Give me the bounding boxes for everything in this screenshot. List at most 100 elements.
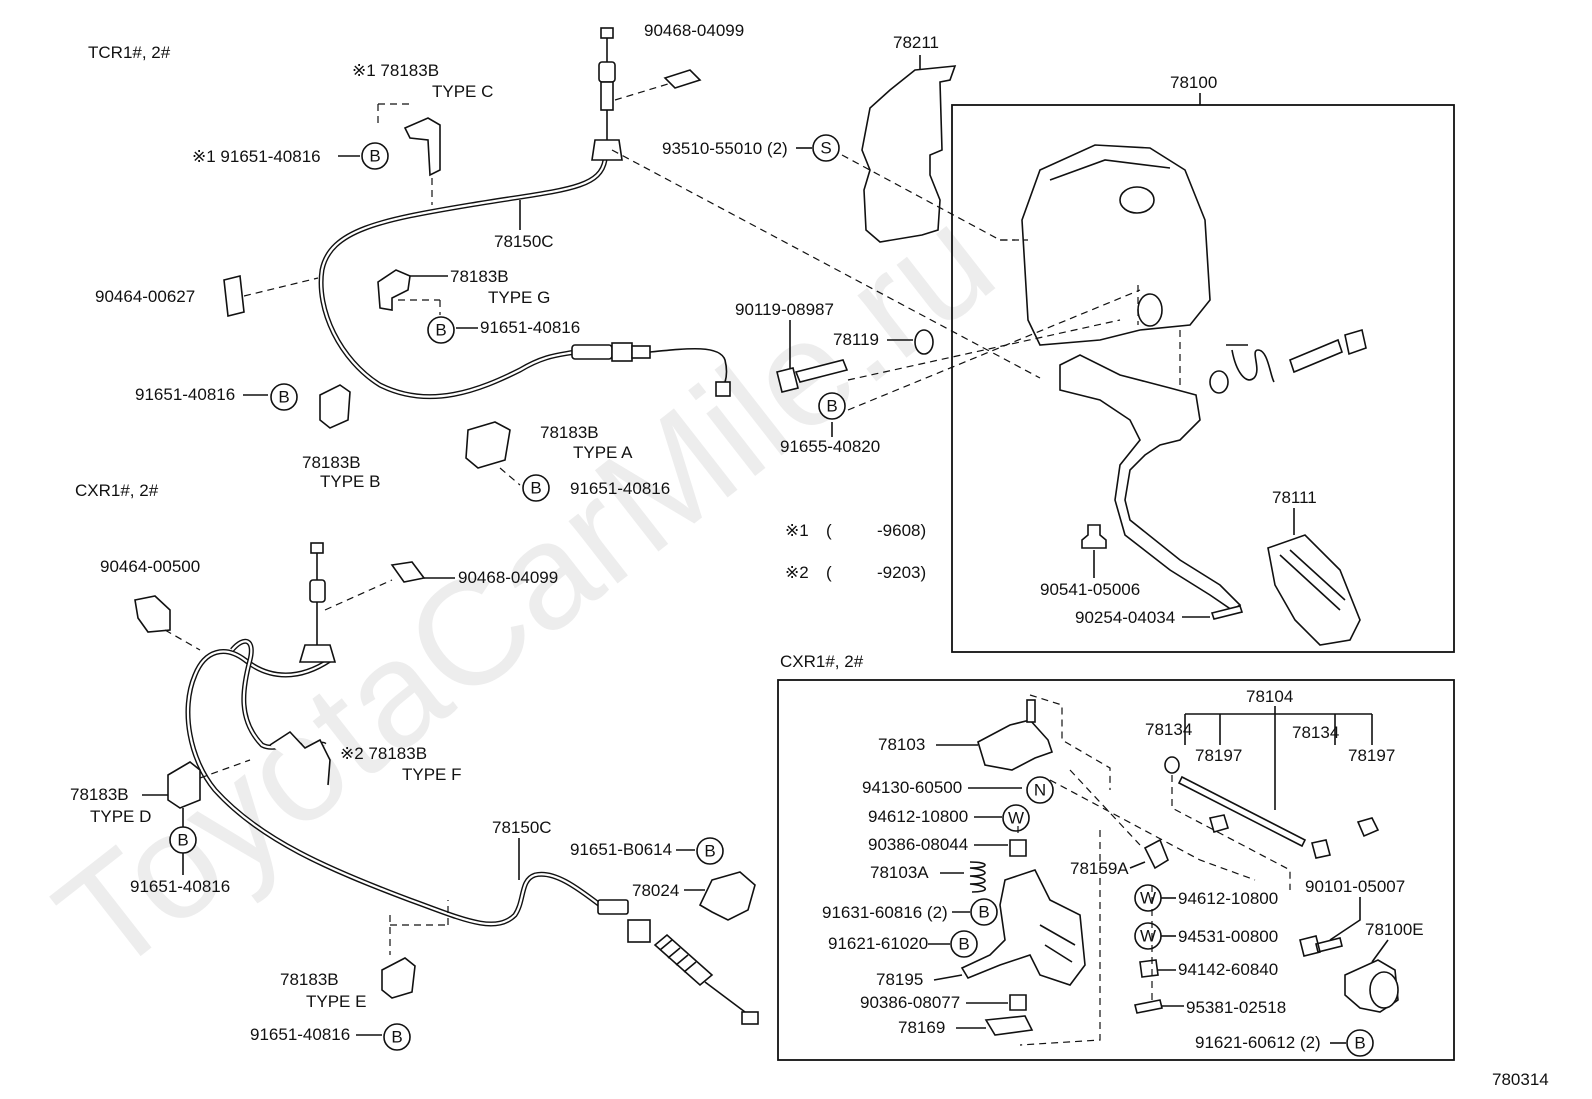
label-78103: 78103 xyxy=(878,735,925,754)
label-78183b-b: 78183B xyxy=(302,453,361,472)
notes: ※1 ( -9608) ※2 ( -9203) xyxy=(785,521,926,582)
label-78134-a: 78134 xyxy=(1145,720,1192,739)
svg-text:B: B xyxy=(826,397,837,416)
cxr-left-section: CXR1#, 2# 90464-00500 90468-04099 xyxy=(70,481,759,1051)
svg-text:B: B xyxy=(177,831,188,850)
shield-78211 xyxy=(861,65,957,243)
label-93510-55010: 93510-55010 (2) xyxy=(662,139,788,158)
label-91651-40816-f: 91651-40816 xyxy=(250,1025,350,1044)
symbol-b: B xyxy=(696,837,724,865)
label-90101-05007: 90101-05007 xyxy=(1305,877,1405,896)
label-78111: 78111 xyxy=(1272,488,1317,507)
note-2-mark: ※2 xyxy=(785,563,809,582)
label-78100e: 78100E xyxy=(1365,920,1424,939)
label-78100: 78100 xyxy=(1170,73,1217,92)
pedal-pad-78111 xyxy=(1267,534,1361,646)
note-1-open: ( xyxy=(826,521,832,540)
bushing-90386-08077 xyxy=(1009,994,1027,1011)
return-spring xyxy=(1226,344,1275,383)
label-90386-08044: 90386-08044 xyxy=(868,835,968,854)
lever-78103 xyxy=(977,719,1054,771)
symbol-n: N xyxy=(1026,776,1054,804)
throttle-cable-tcr xyxy=(318,27,731,400)
clamp-78183b-type-b xyxy=(319,384,351,429)
label-90119-08987: 90119-08987 xyxy=(735,300,834,319)
label-78169: 78169 xyxy=(898,1018,945,1037)
svg-text:B: B xyxy=(978,903,989,922)
svg-text:B: B xyxy=(530,479,541,498)
bracket-78024 xyxy=(698,871,756,921)
clamp-78183b-type-c xyxy=(403,117,441,177)
label-91651-b0614: 91651-B0614 xyxy=(570,840,672,859)
symbol-b: B xyxy=(818,392,846,420)
label-90541-05006: 90541-05006 xyxy=(1040,580,1140,599)
label-91651-40816-e: 91651-40816 xyxy=(130,877,230,896)
label-78183b-g: 78183B xyxy=(450,267,509,286)
label-90464-00500: 90464-00500 xyxy=(100,557,200,576)
bolt-90119-08987 xyxy=(776,359,849,393)
symbol-w: W xyxy=(1134,922,1162,950)
symbol-b: B xyxy=(361,142,389,170)
spring-78103a xyxy=(969,861,987,893)
label-78195: 78195 xyxy=(876,970,923,989)
pedal-housing xyxy=(1021,144,1211,346)
label-78119: 78119 xyxy=(833,330,879,349)
label-type-g: TYPE G xyxy=(488,288,550,307)
label-95381-02518: 95381-02518 xyxy=(1186,998,1286,1017)
cxr-assembly-box xyxy=(777,679,1455,1061)
tcr-section: TCR1#, 2# xyxy=(88,21,744,502)
label-91655-40820: 91655-40820 xyxy=(780,437,880,456)
label-91651-40816-c: 91651-40816 xyxy=(135,385,235,404)
label-type-d: TYPE D xyxy=(90,807,151,826)
label-78183b-c: ※1 78183B xyxy=(352,61,439,80)
svg-text:B: B xyxy=(435,321,446,340)
label-type-f: TYPE F xyxy=(402,765,462,784)
note-1-mark: ※1 xyxy=(785,521,809,540)
clamp-78183b-type-a xyxy=(465,421,511,469)
clip-90464-00627 xyxy=(223,275,245,317)
symbol-b: B xyxy=(270,383,298,411)
label-78183b-f: ※2 78183B xyxy=(340,744,427,763)
diagram-code: 780314 xyxy=(1492,1070,1549,1089)
symbol-w: W xyxy=(1134,884,1162,912)
pedal-collar xyxy=(1289,338,1343,374)
bushing-78134-b xyxy=(1311,839,1331,859)
label-78134-b: 78134 xyxy=(1292,723,1339,742)
svg-text:B: B xyxy=(278,388,289,407)
label-94142-60840: 94142-60840 xyxy=(1178,960,1278,979)
svg-text:W: W xyxy=(1008,809,1024,828)
pin-90254-04034 xyxy=(1210,605,1244,620)
nut-94142-60840 xyxy=(1139,959,1159,978)
label-94531-00800: 94531-00800 xyxy=(1178,927,1278,946)
label-type-e: TYPE E xyxy=(306,992,366,1011)
clamp-78183b-type-e xyxy=(381,957,416,999)
label-78103a: 78103A xyxy=(870,863,929,882)
label-90464-00627: 90464-00627 xyxy=(95,287,195,306)
symbol-s: S xyxy=(812,134,840,162)
symbol-w: W xyxy=(1002,804,1030,832)
label-78150c-cxr: 78150C xyxy=(492,818,552,837)
pedal-bushing xyxy=(1344,328,1367,356)
label-78183b-a: 78183B xyxy=(540,423,599,442)
label-94612-10800-a: 94612-10800 xyxy=(868,807,968,826)
bolt-90101-05007 xyxy=(1299,935,1343,957)
cxr-box-section: CXR1#, 2# 78104 78134 78197 78134 78197 … xyxy=(777,652,1455,1061)
clip-90468-04099-tcr xyxy=(663,69,702,89)
clip-78197-b xyxy=(1356,817,1380,838)
note-2-value: -9203) xyxy=(877,563,926,582)
link-78169 xyxy=(984,1015,1034,1036)
label-78197-a: 78197 xyxy=(1195,746,1242,765)
symbol-b: B xyxy=(169,826,197,854)
label-91621-60612: 91621-60612 (2) xyxy=(1195,1033,1321,1052)
label-78150c-tcr: 78150C xyxy=(494,232,554,251)
section-label-tcr: TCR1#, 2# xyxy=(88,43,171,62)
svg-text:W: W xyxy=(1140,889,1156,908)
svg-text:W: W xyxy=(1140,927,1156,946)
svg-text:N: N xyxy=(1034,781,1046,800)
svg-text:S: S xyxy=(820,139,831,158)
washer-78119 xyxy=(914,329,934,355)
bushing-78134-a xyxy=(1164,756,1180,774)
clip-78197-a xyxy=(1208,814,1230,833)
clip-90464-00500 xyxy=(134,595,171,633)
